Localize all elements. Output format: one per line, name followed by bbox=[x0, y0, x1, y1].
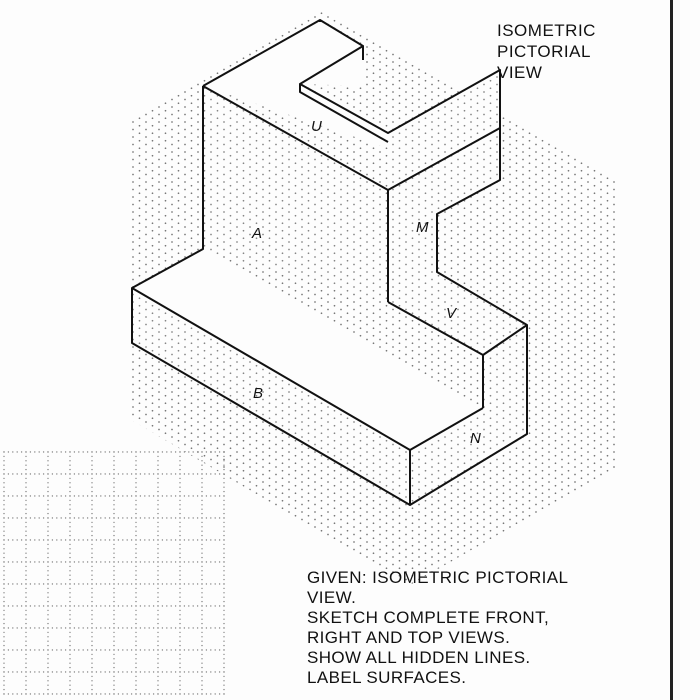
face-b-top bbox=[132, 249, 483, 450]
margin-rule bbox=[670, 0, 673, 700]
surface-label-u: U bbox=[311, 118, 322, 135]
instructions-text: GIVEN: ISOMETRIC PICTORIAL VIEW. SKETCH … bbox=[307, 568, 569, 687]
surface-label-v: V bbox=[446, 305, 458, 322]
surface-label-a: A bbox=[251, 225, 262, 242]
square-dot-grid bbox=[3, 451, 225, 695]
surface-label-b: B bbox=[253, 385, 263, 402]
surface-label-m: M bbox=[416, 219, 429, 236]
solid-edges bbox=[131, 19, 528, 506]
drawing-title: ISOMETRIC PICTORIAL VIEW bbox=[497, 21, 596, 82]
surface-label-n: N bbox=[470, 430, 481, 447]
